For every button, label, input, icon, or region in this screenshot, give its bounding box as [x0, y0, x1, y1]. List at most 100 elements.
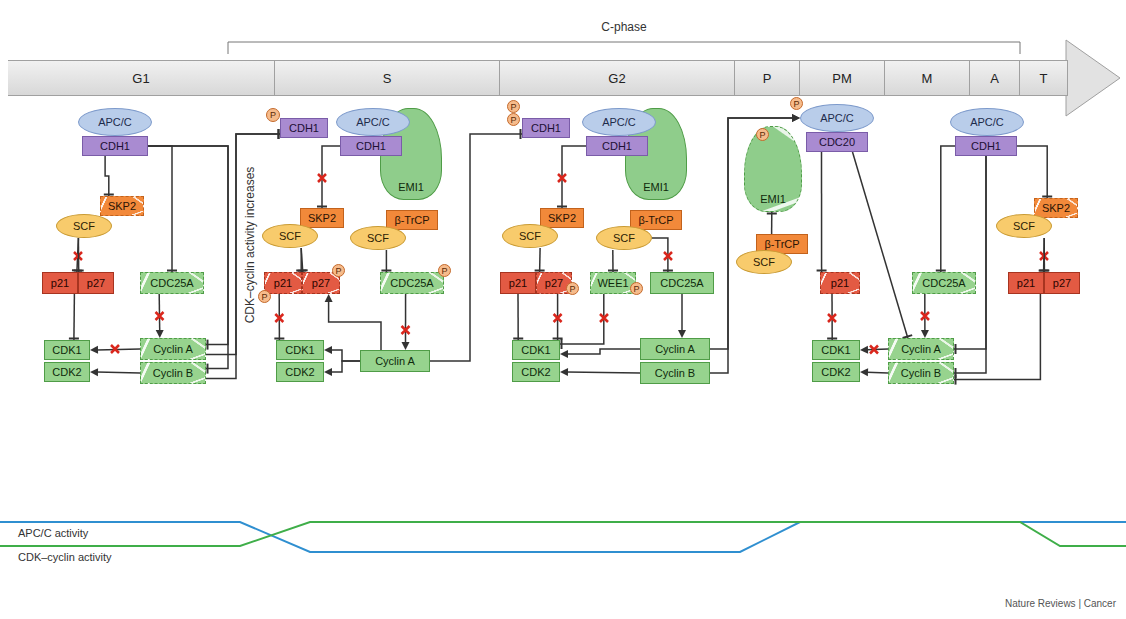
- inhibition-line: [74, 238, 84, 272]
- inhibition-bar: [955, 375, 957, 385]
- connector-line: [954, 156, 986, 349]
- node-text: CDK2: [285, 366, 314, 378]
- scf-complex: SCF: [502, 224, 558, 248]
- cki-box: p21: [500, 272, 536, 294]
- cofactor-box: CDH1: [340, 136, 402, 156]
- protein-box: Cyclin B: [888, 362, 954, 384]
- node-text: Cyclin A: [655, 343, 695, 355]
- node-text: APC/C: [602, 116, 636, 128]
- phase-label: C-phase: [601, 20, 646, 34]
- node-text: APC/C: [970, 116, 1004, 128]
- activation-arrow: [860, 368, 888, 376]
- block-mark: [156, 312, 164, 320]
- node-text: P: [510, 115, 516, 125]
- activation-arrow: [324, 361, 360, 376]
- phase-band: G2: [500, 60, 735, 96]
- inhibition-bar: [207, 364, 209, 374]
- node-text: p21: [1017, 277, 1035, 289]
- activity-label: CDK–cyclin activity: [18, 551, 112, 563]
- connector-line: [924, 294, 926, 331]
- scf-complex: SCF: [56, 214, 112, 238]
- connector-line: [771, 212, 773, 234]
- node-text: CDK2: [52, 366, 81, 378]
- connector-line: [430, 134, 522, 361]
- node-text: P: [569, 284, 575, 294]
- connector-line: [97, 348, 140, 350]
- inhibition-line: [535, 248, 545, 272]
- node-text: Cyclin B: [153, 367, 193, 379]
- connector-line: [148, 146, 172, 272]
- phospho-circle: P: [507, 113, 520, 126]
- node-text: P: [793, 99, 799, 109]
- inhibition-line: [954, 156, 986, 354]
- activation-arrow: [90, 345, 140, 354]
- connector-line: [105, 156, 109, 196]
- protein-box: Cyclin A: [888, 338, 954, 360]
- cki-box: p21: [820, 272, 860, 294]
- activation-arrow: [860, 346, 888, 354]
- activation-arrow: [402, 294, 410, 350]
- connector-line: [301, 248, 303, 272]
- protein-box: Cyclin B: [140, 362, 206, 384]
- arrow-head: [402, 342, 410, 350]
- phase-band: P: [735, 60, 800, 96]
- connector-line: [821, 152, 823, 272]
- connector-line: [567, 349, 640, 354]
- cki-box: p27: [1044, 272, 1080, 294]
- scf-complex: SCF: [996, 214, 1052, 238]
- node-text: CDC25A: [150, 277, 193, 289]
- connector-line: [97, 371, 140, 373]
- block-mark: [828, 314, 836, 322]
- activation-arrow: [560, 349, 640, 358]
- cki-box: p21: [42, 272, 78, 294]
- protein-box: CDC25A: [650, 272, 714, 294]
- protein-box: Cyclin B: [640, 362, 710, 384]
- phase-band: T: [1020, 60, 1068, 96]
- inhibition-line: [767, 212, 777, 234]
- inhibition-line: [954, 156, 986, 378]
- inhibition-line: [296, 248, 306, 272]
- connector-line: [954, 156, 986, 373]
- block-mark: [111, 345, 119, 353]
- node-text: G1: [132, 71, 149, 86]
- f-box-protein: β-TrCP: [386, 210, 438, 230]
- connector-line: [405, 294, 407, 343]
- connector-line: [853, 152, 908, 338]
- node-text: SKP2: [108, 200, 136, 212]
- f-box-protein: SKP2: [1034, 198, 1078, 218]
- node-text: Cyclin A: [375, 355, 415, 367]
- node-text: Cyclin B: [901, 367, 941, 379]
- protein-box: CDC25A: [912, 272, 976, 294]
- node-text: T: [1040, 71, 1048, 86]
- cdk-activity-line: [0, 522, 1126, 546]
- protein-box: CDC25A: [140, 272, 204, 294]
- f-box-protein: SKP2: [540, 208, 584, 228]
- node-text: SCF: [279, 230, 301, 242]
- block-mark: [402, 326, 410, 334]
- node-text: Cyclin A: [153, 343, 193, 355]
- inhibition-line: [1039, 238, 1049, 272]
- cki-box: p21: [1008, 272, 1044, 294]
- block-mark: [600, 314, 608, 322]
- protein-box: Cyclin A: [640, 338, 710, 360]
- activation-arrow: [921, 294, 929, 338]
- cofactor-box: CDH1: [82, 136, 148, 156]
- time-arrowhead: [1066, 40, 1120, 116]
- protein-box: CDK1: [276, 340, 324, 360]
- node-text: p27: [545, 277, 563, 289]
- inhibition-bar: [207, 340, 209, 350]
- node-text: p21: [274, 277, 292, 289]
- node-text: APC/C: [356, 116, 390, 128]
- node-text: EMI1: [398, 181, 424, 193]
- phase-band: G1: [8, 60, 275, 96]
- arrow-head: [860, 346, 868, 354]
- phospho-circle: P: [630, 282, 643, 295]
- node-text: Cyclin B: [655, 367, 695, 379]
- phospho-circle: P: [756, 128, 769, 141]
- inhibition-line: [936, 146, 955, 272]
- block-mark: [275, 314, 283, 322]
- node-text: EMI1: [643, 181, 669, 193]
- node-text: CDC25A: [390, 277, 433, 289]
- node-text: CDH1: [531, 122, 561, 134]
- arrow-head: [678, 330, 686, 338]
